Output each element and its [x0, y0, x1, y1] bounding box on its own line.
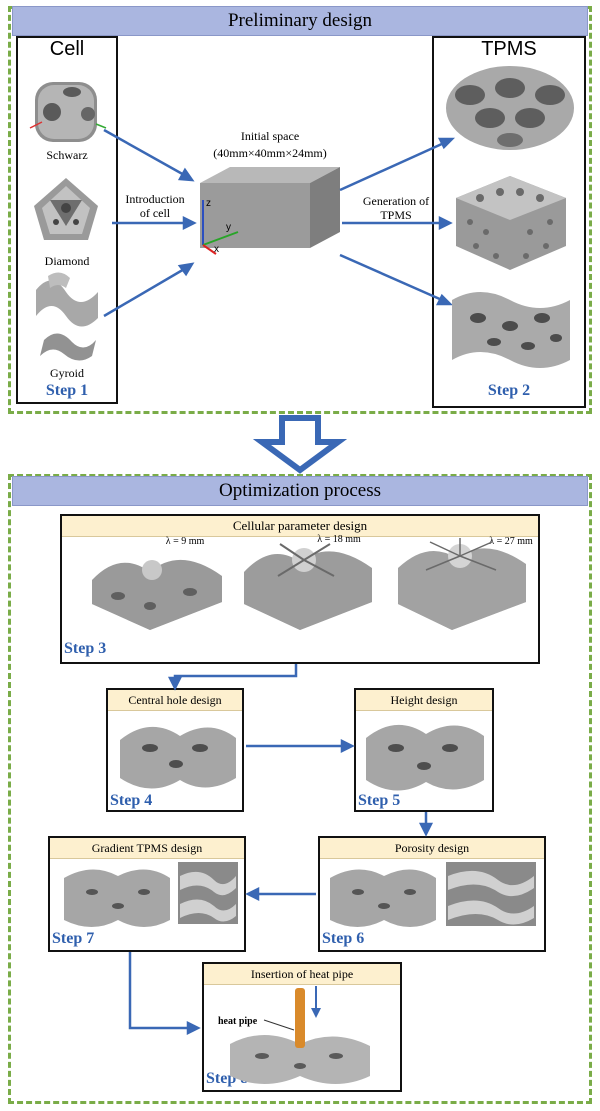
diamond-cell-image — [34, 178, 98, 240]
tpms-gyroid-image — [452, 292, 570, 368]
step-7-label: Step 7 — [52, 930, 95, 947]
gyroid-cell-image — [36, 272, 98, 361]
axis-y-label: y — [226, 222, 231, 233]
axis-x-label: x — [214, 244, 219, 255]
height-title: Height design — [356, 690, 492, 711]
generation-label-line1: Generation of — [362, 194, 430, 208]
schwarz-cell-image — [29, 82, 107, 142]
porosity-sample-image — [330, 862, 536, 927]
cellular-parameter-title: Cellular parameter design — [62, 516, 538, 537]
cell-title: Cell — [49, 38, 85, 60]
central-hole-title: Central hole design — [108, 690, 242, 711]
height-sample-image — [366, 724, 484, 791]
step-5-label: Step 5 — [358, 792, 401, 809]
heat-pipe-title: Insertion of heat pipe — [204, 964, 400, 985]
generation-arrows — [339, 137, 456, 306]
initial-space-label-line1: Initial space — [240, 129, 300, 143]
step-6-label: Step 6 — [322, 930, 365, 947]
initial-space-block — [200, 167, 340, 255]
gradient-tpms-sample-image — [64, 862, 238, 927]
diamond-label: Diamond — [44, 254, 90, 268]
lambda-18-sample-image — [244, 543, 372, 630]
intro-label-line1: Introduction — [125, 192, 185, 206]
tpms-title: TPMS — [481, 38, 537, 60]
lambda-9-sample-image — [92, 559, 222, 630]
step-2-label: Step 2 — [487, 382, 531, 399]
heat-pipe-sample-image — [230, 986, 370, 1084]
porosity-title: Porosity design — [320, 838, 544, 859]
optimization-banner: Optimization process — [12, 476, 588, 506]
lambda-9-label: λ = 9 mm — [165, 536, 205, 547]
intro-label-line2: of cell — [139, 206, 171, 220]
tpms-schwarz-image — [446, 66, 574, 150]
step-1-label: Step 1 — [45, 382, 89, 399]
heat-pipe-label: heat pipe — [218, 1016, 258, 1027]
preliminary-banner: Preliminary design — [12, 6, 588, 36]
heat-pipe-rod — [295, 988, 305, 1048]
step-4-label: Step 4 — [110, 792, 153, 809]
step-3-label: Step 3 — [64, 640, 107, 657]
lambda-27-sample-image — [398, 538, 526, 630]
generation-label-line2: TPMS — [380, 208, 412, 222]
flow-arrows — [128, 664, 434, 1036]
lambda-18-label: λ = 18 mm — [317, 534, 361, 545]
initial-space-label-line2: (40mm×40mm×24mm) — [213, 146, 327, 160]
gyroid-label: Gyroid — [50, 366, 84, 380]
optimization-frame — [8, 474, 592, 1104]
tpms-diamond-image — [456, 176, 566, 270]
gradient-tpms-title: Gradient TPMS design — [50, 838, 244, 859]
axis-z-label: z — [206, 198, 211, 209]
intro-arrows — [103, 128, 197, 318]
central-hole-sample-image — [120, 726, 236, 789]
schwarz-label: Schwarz — [46, 148, 88, 162]
lambda-27-label: λ = 27 mm — [489, 536, 533, 547]
